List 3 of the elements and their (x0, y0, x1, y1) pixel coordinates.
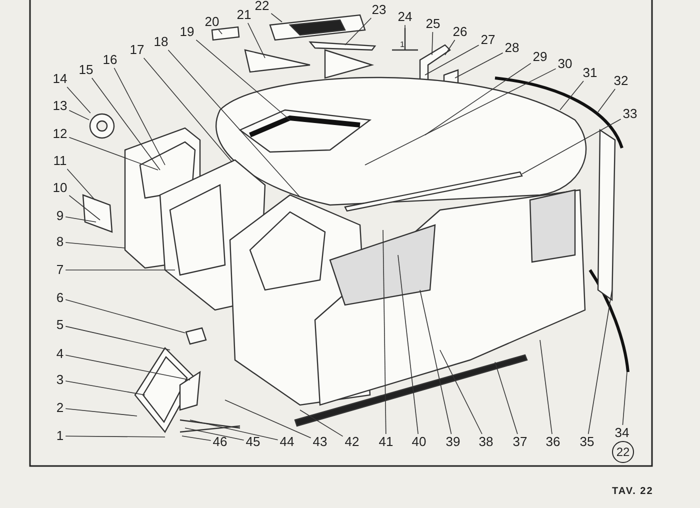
plate-number: TAV. 22 (612, 486, 654, 497)
part-marking: 1 (400, 40, 404, 49)
page-number: 22 (612, 441, 634, 463)
